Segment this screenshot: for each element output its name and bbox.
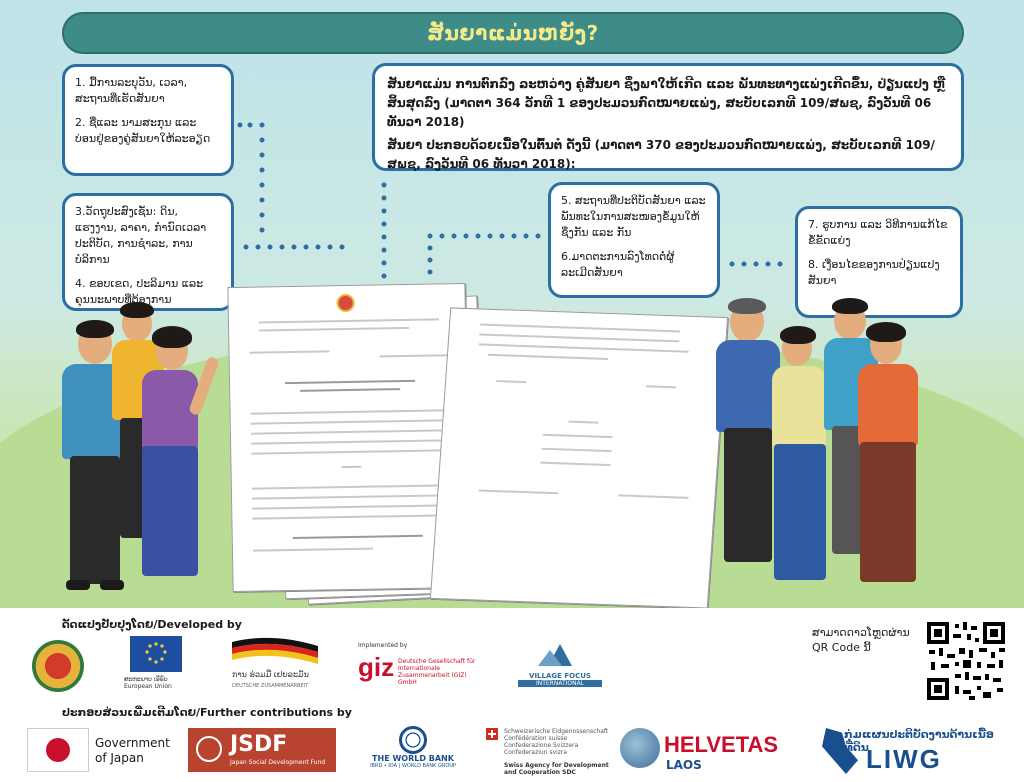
- german-cooperation-label: ການ ຮ່ວມມື ເຢຍລະມັນ: [232, 670, 309, 679]
- giz-implemented-label: Implemented by: [358, 642, 408, 649]
- lao-emblem-logo: [32, 640, 84, 692]
- world-bank-text: THE WORLD BANK: [372, 754, 454, 763]
- qr-code[interactable]: [925, 620, 1007, 702]
- japan-sun-icon: [46, 738, 70, 762]
- person-right-blue-shirt: [712, 298, 784, 588]
- lao-emblem-small: [336, 293, 355, 313]
- village-focus-logo: VILLAGE FOCUS INTERNATIONAL: [518, 638, 602, 687]
- person-left-woman-purple: [134, 326, 224, 608]
- world-bank-globe-icon: [399, 726, 427, 754]
- japan-label: Government of Japan: [95, 736, 170, 765]
- person-right-woman-orange: [854, 322, 922, 606]
- bubble-items-3-4: 3.ວັດຖຸປະສົງເຊັ່ນ: ດິນ, ແຮງງານ, ລາຄາ, ກຳ…: [62, 193, 234, 311]
- definition-text-2: ສັນຍາ ປະກອບດ້ວຍເນື້ອໃນຕົ້ນຕໍ ດັ່ງນີ້ (ມາ…: [387, 138, 935, 171]
- item-5: 5. ສະຖານທີ່ປະຕິບັດສັນຍາ ແລະ ພັນທະໃນການສະ…: [561, 194, 706, 239]
- helvetas-sub: LAOS: [666, 758, 702, 772]
- eu-flag-logo: [130, 636, 182, 672]
- eu-stars-icon: [145, 642, 167, 664]
- helvetas-globe-icon: [620, 728, 660, 768]
- item-2: 2. ຊື່ແລະ ນາມສະກຸນ ແລະ ບ່ອນຢູ່ຂອງຄູ່ສັນຍ…: [75, 116, 211, 145]
- developed-by-label: ດັດແປງປັບປຸງໂດຍ/Developed by: [62, 618, 242, 631]
- item-6: 6.ມາດຕະການລົງໂທດຕໍ່ຜູ້ລະເມີດສັນຍາ: [561, 250, 675, 279]
- page-title: ສັນຍາແມ່ນຫຍັງ?: [427, 21, 599, 45]
- german-cooperation-sub: DEUTSCHE ZUSAMMENARBEIT: [232, 683, 309, 689]
- qr-download-text: ສາມາດດາວໂຫຼດຜ່ານ QR Code ນີ້: [812, 626, 910, 654]
- swiss-agency-text: Schweizerische Eidgenossenschaft Confédé…: [504, 728, 614, 776]
- jsdf-circle-icon: [196, 736, 222, 762]
- helvetas-text: HELVETAS: [664, 732, 779, 757]
- item-3: 3.ວັດຖຸປະສົງເຊັ່ນ: ດິນ, ແຮງງານ, ລາຄາ, ກຳ…: [75, 205, 207, 266]
- world-bank-sub: IBRD • IDA | WORLD BANK GROUP: [370, 763, 456, 769]
- world-bank-logo: THE WORLD BANK IBRD • IDA | WORLD BANK G…: [368, 726, 458, 776]
- poster-illustration: ສັນຍາແມ່ນຫຍັງ? ສັນຍາແມ່ນ ການຕົກລົງ ລະຫວ່…: [0, 0, 1024, 608]
- bubble-items-7-8: 7. ຮູບການ ແລະ ວິທີການແກ້ໄຂຂໍ້ຂັດແຍ່ງ 8. …: [795, 206, 963, 318]
- swiss-line-4: Confederaziun svizra: [504, 749, 568, 756]
- swiss-line-6: and Cooperation SDC: [504, 769, 576, 776]
- german-cooperation-logo: [232, 636, 318, 670]
- definition-box: ສັນຍາແມ່ນ ການຕົກລົງ ລະຫວ່າງ ຄູ່ສັນຍາ ຊຶ່…: [372, 63, 964, 171]
- liwg-text: LIWG: [866, 744, 942, 774]
- japan-flag-logo: [27, 728, 89, 772]
- item-8: 8. ເງື່ອນໄຂຂອງການປ່ຽນແປງສັນຍາ: [808, 258, 940, 287]
- bubble-items-5-6: 5. ສະຖານທີ່ປະຕິບັດສັນຍາ ແລະ ພັນທະໃນການສະ…: [548, 182, 720, 298]
- dotted-connectors: [237, 122, 783, 279]
- liwg-lao-text: ກຸ່ມແຜນປະຕິບັດງານດ້ານເນື້ອທີ່ດິນ: [844, 728, 994, 754]
- qr-code-icon: [925, 620, 1007, 702]
- item-7: 7. ຮູບການ ແລະ ວິທີການແກ້ໄຂຂໍ້ຂັດແຍ່ງ: [808, 218, 948, 247]
- swiss-cross-icon: [486, 728, 498, 740]
- giz-logo: giz: [358, 652, 395, 682]
- title-banner: ສັນຍາແມ່ນຫຍັງ?: [62, 12, 964, 54]
- jsdf-text: JSDF: [230, 732, 288, 757]
- item-1: 1. ມື້ການລະບຸວັນ, ເວລາ, ສະຖານທີ່ເຮັດສັນຍ…: [75, 76, 188, 105]
- further-contributions-label: ປະກອບສ່ວນເພີ່ມເຕີມໂດຍ/Further contributi…: [62, 706, 352, 719]
- swiss-line-3: Confederazione Svizzera: [504, 742, 579, 749]
- village-house-icon: [538, 644, 572, 666]
- contract-page-right: [429, 307, 729, 608]
- bubble-items-1-2: 1. ມື້ການລະບຸວັນ, ເວລາ, ສະຖານທີ່ເຮັດສັນຍ…: [62, 64, 234, 176]
- jsdf-logo: JSDF Japan Social Development Fund: [188, 728, 336, 772]
- eu-label: ສະຫະພາບ ເອີຣົບ European Union: [124, 676, 172, 690]
- swiss-line-5: Swiss Agency for Development: [504, 762, 609, 769]
- footer-partners: ດັດແປງປັບປຸງໂດຍ/Developed by ສະຫະພາບ ເອີ…: [0, 608, 1024, 782]
- swiss-line-1: Schweizerische Eidgenossenschaft: [504, 728, 609, 735]
- jsdf-sub: Japan Social Development Fund: [230, 759, 326, 766]
- person-right-woman-yellow: [768, 326, 832, 602]
- village-focus-intl: INTERNATIONAL: [518, 680, 602, 687]
- giz-full-name: Deutsche Gesellschaft für Internationale…: [398, 658, 476, 686]
- village-focus-text: VILLAGE FOCUS: [529, 672, 591, 680]
- definition-text-1: ສັນຍາແມ່ນ ການຕົກລົງ ລະຫວ່າງ ຄູ່ສັນຍາ ຊຶ່…: [387, 77, 946, 129]
- german-flag-wave-icon: [232, 637, 318, 664]
- swiss-line-2: Confédération suisse: [504, 735, 568, 742]
